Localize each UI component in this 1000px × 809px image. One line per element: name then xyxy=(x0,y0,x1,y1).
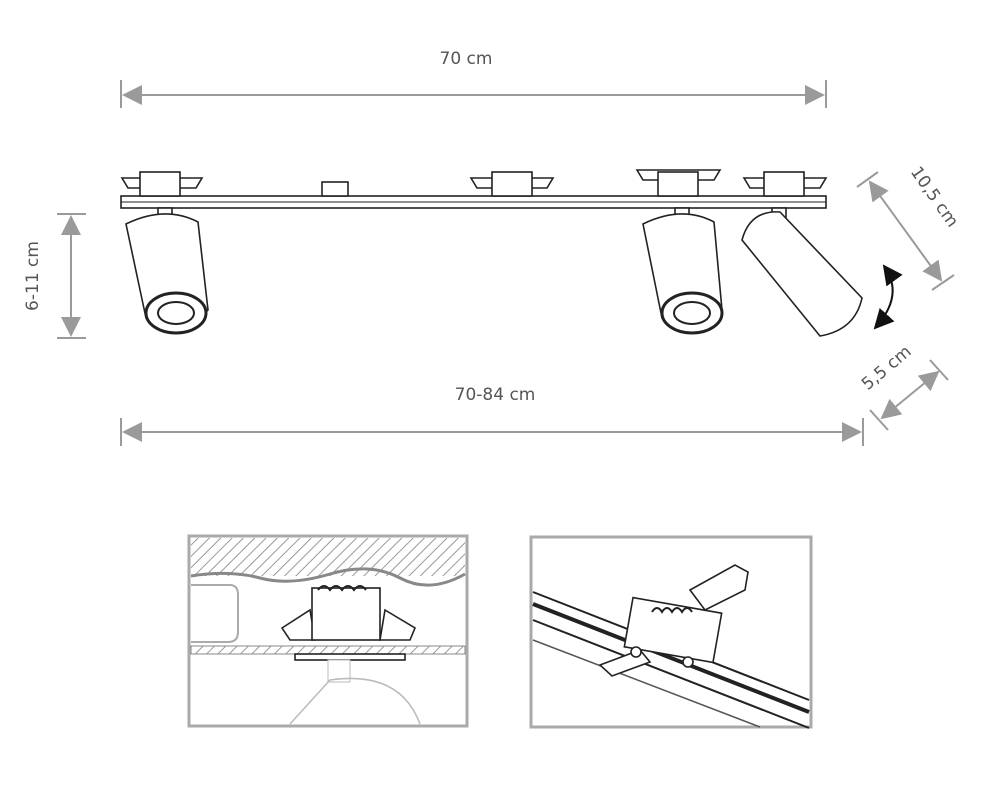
spotlight xyxy=(125,207,209,335)
mounting-clip xyxy=(469,171,555,197)
track-rail xyxy=(120,169,828,209)
dimension-height: 6-11 cm xyxy=(23,213,86,339)
mounting-clip xyxy=(635,169,722,197)
dimension-70-84cm: 70-84 cm xyxy=(120,385,864,446)
dimension-70cm: 70 cm xyxy=(120,49,827,108)
detail-installation-ceiling xyxy=(187,534,469,728)
label-lamp-length: 10,5 cm xyxy=(906,163,962,231)
label-lamp-diameter: 5,5 cm xyxy=(858,342,916,395)
detail-clip-on-rail xyxy=(529,535,813,729)
rotation-arrow-icon xyxy=(873,264,903,330)
connector xyxy=(321,181,349,197)
label-width-top: 70 cm xyxy=(440,49,493,69)
spotlight-tilted xyxy=(741,207,863,337)
spotlight xyxy=(642,207,724,335)
dimension-lamp-diameter: 5,5 cm xyxy=(858,342,949,431)
label-width-bottom: 70-84 cm xyxy=(455,385,536,405)
mounting-clip xyxy=(742,171,828,197)
mounting-clip xyxy=(120,171,204,197)
label-height: 6-11 cm xyxy=(23,241,43,311)
dimension-lamp-length: 10,5 cm xyxy=(856,163,962,330)
